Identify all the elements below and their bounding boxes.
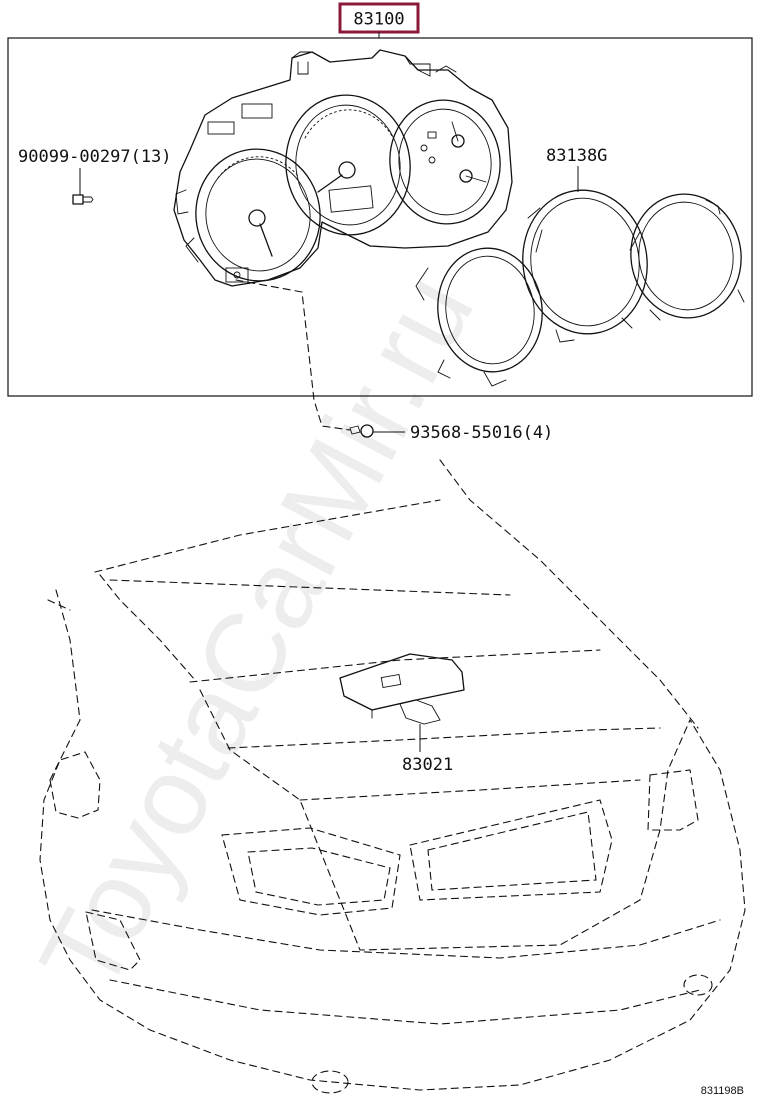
housing-side-tabs bbox=[175, 189, 199, 263]
screw-90099-00297[interactable] bbox=[72, 168, 94, 205]
odometer-display bbox=[328, 185, 374, 213]
speedometer-scale bbox=[304, 109, 393, 139]
screw-bottom-part-number[interactable]: 93568-55016(4) bbox=[410, 423, 553, 443]
screw-top-part-number[interactable]: 90099-00297(13) bbox=[18, 147, 172, 167]
screw-head bbox=[72, 194, 84, 205]
speedometer-hub bbox=[338, 161, 356, 179]
tail-lamp-left bbox=[221, 827, 401, 916]
ring-bridges bbox=[535, 229, 641, 253]
roof-edge bbox=[94, 499, 441, 573]
watermark-text: ToyotaCarMir.ru bbox=[16, 255, 497, 1012]
fuel-gauge-dial bbox=[398, 108, 492, 216]
housing-clip bbox=[241, 103, 273, 119]
assembly-box bbox=[7, 37, 753, 397]
bumper-lower bbox=[109, 979, 701, 1025]
window-bottom-line bbox=[189, 649, 601, 683]
ring-right-outer bbox=[630, 193, 742, 319]
ring-center-tabs bbox=[527, 207, 633, 343]
stop-lamp-bracket bbox=[399, 699, 441, 725]
ring-right-inner bbox=[638, 201, 734, 311]
bumper-corner-left bbox=[85, 911, 141, 971]
trunk-crease bbox=[299, 779, 641, 801]
stop-lamp-body bbox=[339, 653, 465, 711]
tachometer-hub bbox=[248, 209, 266, 227]
combination-meter-assembly[interactable] bbox=[173, 49, 513, 291]
upper-gauge-needle bbox=[451, 121, 459, 142]
speedometer-bezel bbox=[285, 94, 411, 236]
high-mount-stop-lamp[interactable] bbox=[339, 653, 465, 752]
housing-tab-1 bbox=[291, 51, 313, 75]
screw-shank bbox=[82, 196, 94, 203]
bumper-upper bbox=[91, 909, 721, 959]
body-outline bbox=[39, 589, 746, 1091]
tachometer-scale bbox=[217, 156, 299, 179]
exhaust-tip-right bbox=[683, 974, 713, 996]
window-left-edge bbox=[99, 574, 196, 681]
lower-gauge-needle bbox=[465, 175, 487, 183]
main-part-number[interactable]: 83100 bbox=[353, 10, 404, 30]
indicator-lamp-1 bbox=[420, 144, 428, 152]
ring-set-part-number[interactable]: 83138G bbox=[546, 146, 607, 166]
housing-foot bbox=[225, 267, 249, 283]
tachometer-bezel bbox=[195, 148, 321, 282]
ring-left-outer bbox=[437, 247, 543, 373]
exhaust-tip-left bbox=[311, 1070, 349, 1094]
ring-right-tabs bbox=[649, 199, 745, 321]
figure-code: 831198B bbox=[701, 1085, 744, 1097]
tail-lamp-left-inner bbox=[247, 847, 391, 906]
meter-housing bbox=[173, 49, 513, 287]
fuel-gauge-bezel bbox=[389, 99, 501, 225]
ring-left-tabs bbox=[415, 267, 507, 387]
indicator-lamp-2 bbox=[428, 156, 436, 164]
ring-left-inner bbox=[445, 255, 535, 365]
lower-gauge-hub bbox=[459, 169, 473, 183]
ring-center-outer bbox=[522, 189, 648, 335]
tachometer-needle bbox=[259, 223, 273, 257]
stop-lamp-edge bbox=[343, 695, 417, 719]
tachometer-dial bbox=[205, 158, 311, 272]
side-window-left bbox=[49, 751, 101, 819]
speedometer-dial bbox=[295, 104, 401, 226]
tail-lamp-right bbox=[647, 769, 699, 831]
trunk-lid bbox=[199, 689, 691, 951]
screw-bottom-tip bbox=[349, 425, 361, 435]
license-plate-recess bbox=[409, 799, 613, 901]
c-pillar-left bbox=[47, 599, 71, 611]
upper-gauge-hub bbox=[451, 134, 465, 148]
meter-ring-set[interactable] bbox=[415, 166, 749, 387]
speedometer-needle bbox=[317, 174, 343, 193]
stop-lamp-connector bbox=[380, 673, 402, 689]
screw-bottom-head bbox=[360, 424, 374, 438]
vehicle-rear-view bbox=[39, 459, 746, 1094]
indicator-lamp-3 bbox=[427, 131, 437, 139]
housing-tab-2 bbox=[404, 55, 457, 77]
stop-lamp-part-number[interactable]: 83021 bbox=[402, 755, 453, 775]
trunk-upper-line bbox=[227, 727, 661, 749]
license-plate-inner bbox=[427, 811, 597, 891]
housing-clip-2 bbox=[207, 121, 235, 135]
window-top-line bbox=[109, 579, 511, 596]
screw-93568-55016[interactable] bbox=[349, 424, 405, 438]
window-right-edge bbox=[439, 459, 699, 729]
